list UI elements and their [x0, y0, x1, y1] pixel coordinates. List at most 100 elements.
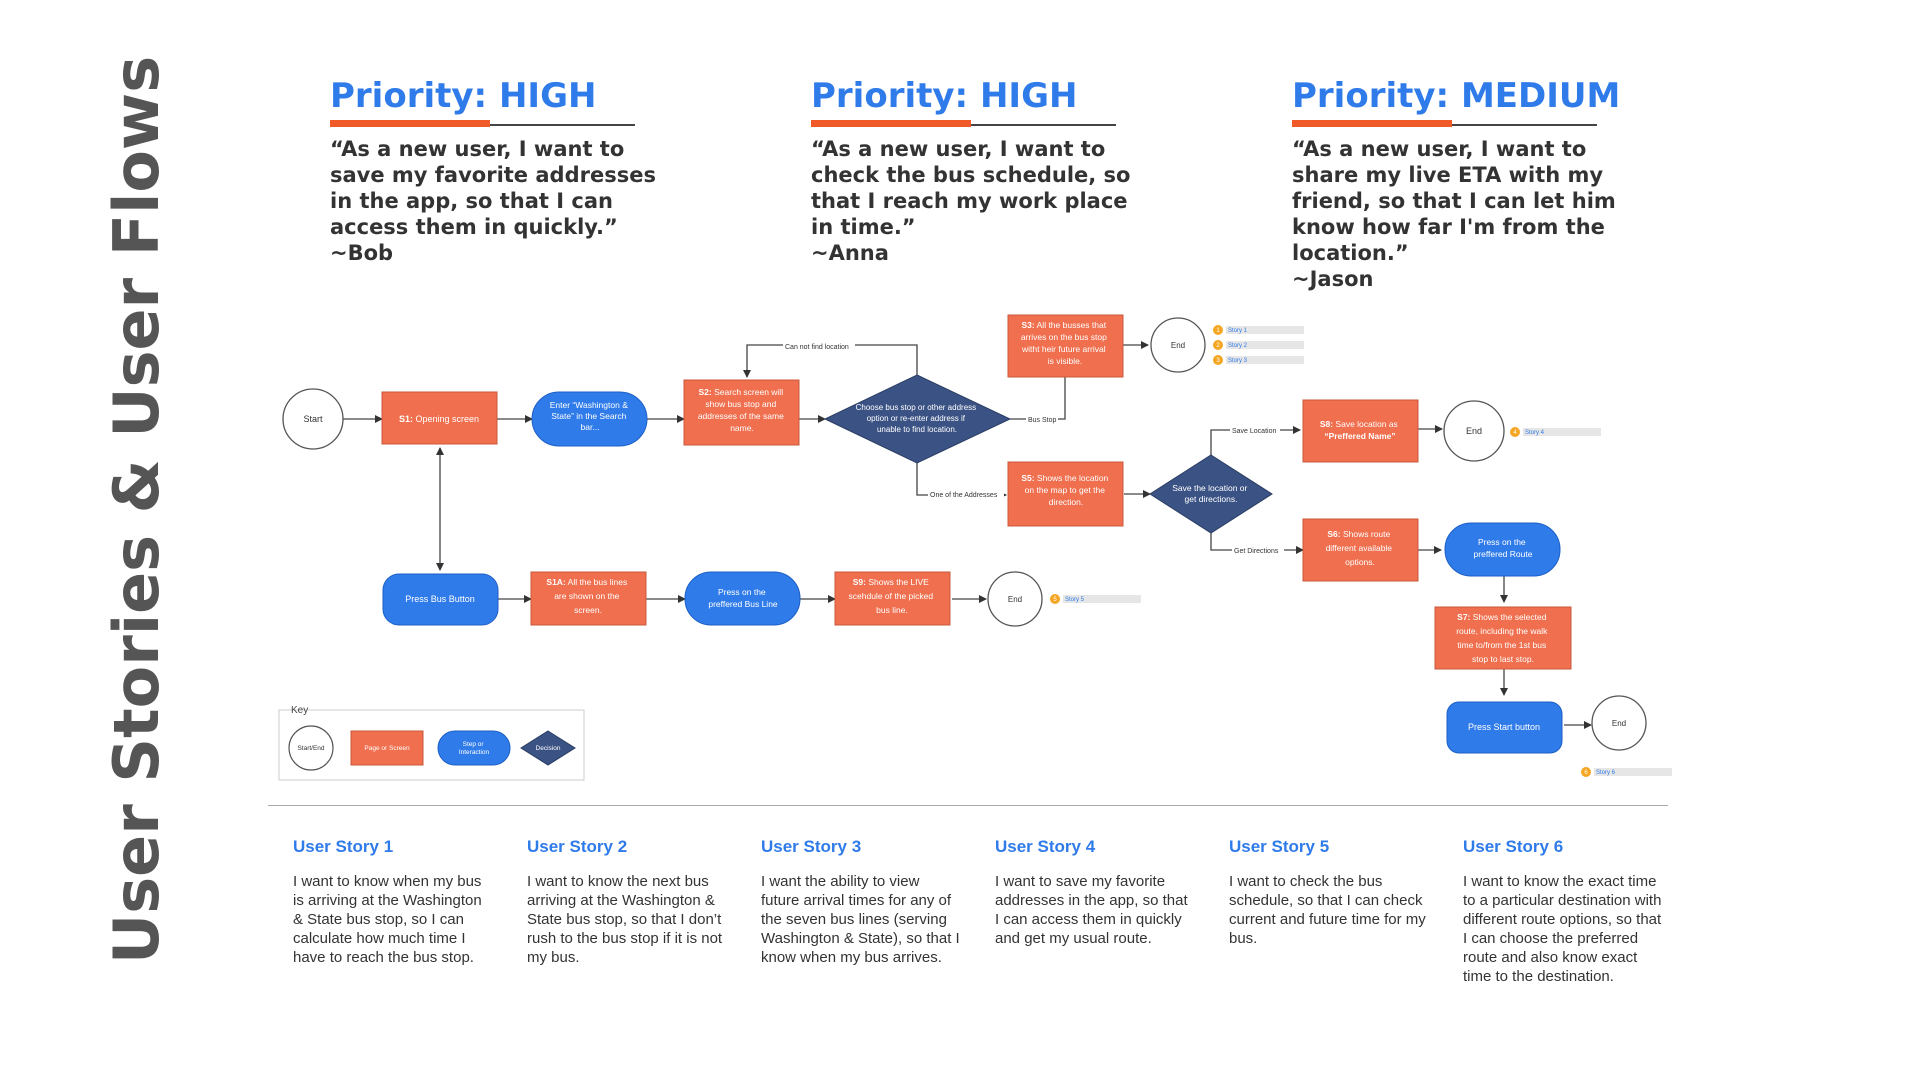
screen-s1a-bus-lines: S1A: All the bus lines are shown on the …	[530, 571, 647, 626]
svg-text:S7: Shows the selected r: S7: Shows the selected route, including …	[1456, 612, 1550, 664]
story-quote: “As a new user, I want to share my live …	[1292, 137, 1616, 265]
svg-text:Story 2: Story 2	[1228, 343, 1248, 349]
svg-text:Story 5: Story 5	[1065, 597, 1085, 603]
story-badge-4: 4 Story 4	[1510, 427, 1601, 437]
step-press-bus-button: Press Bus Button	[382, 573, 499, 626]
svg-text:2: 2	[1216, 343, 1220, 349]
svg-text:S1: Opening screen: S1: Opening screen	[399, 414, 479, 424]
priority-heading: Priority: MEDIUM	[1292, 76, 1621, 116]
edge-label-cannot-find: Can not find location	[785, 344, 849, 351]
priority-story-3: Priority: MEDIUM “As a new user, I want …	[1292, 76, 1622, 292]
end-node-2: End	[1443, 400, 1505, 462]
svg-text:S2: Search screen will s: S2: Search screen will show bus stop and…	[698, 387, 786, 433]
svg-text:S3: All the busses that: S3: All the busses that arrives on the b…	[1021, 320, 1109, 366]
user-story-title: User Story 3	[761, 837, 862, 856]
user-story-body: I want to save my favorite addresses in …	[995, 873, 1188, 947]
edge-label-one-of-addresses: One of the Addresses	[930, 492, 998, 499]
svg-text:Page or Screen: Page or Screen	[364, 745, 410, 752]
story-author: ~Jason	[1292, 267, 1374, 291]
screen-s6-routes: S6: Shows route different available opti…	[1302, 518, 1419, 582]
svg-text:End: End	[1612, 719, 1626, 728]
user-story-title: User Story 4	[995, 837, 1096, 856]
user-story-body: I want to know the exact time to a parti…	[1463, 873, 1662, 985]
screen-s7-selected-route: S7: Shows the selected route, including …	[1434, 606, 1572, 670]
priority-underline	[1292, 120, 1597, 128]
svg-text:S9: Shows the LIVE scehd: S9: Shows the LIVE scehdule of the picke…	[849, 577, 936, 615]
svg-text:Step or Interaction: Step or Interaction	[459, 741, 490, 756]
step-press-route: Press on the preffered Route	[1444, 522, 1561, 577]
user-story-body: I want to know when my bus is arriving a…	[293, 873, 482, 966]
svg-text:Save the location or get: Save the location or get directions.	[1172, 483, 1250, 504]
svg-text:6: 6	[1584, 770, 1588, 776]
story-badge-2: 2 Story 2	[1213, 340, 1304, 350]
svg-text:Story 3: Story 3	[1228, 358, 1248, 364]
svg-text:Decision: Decision	[536, 745, 561, 752]
priority-underline	[330, 120, 635, 128]
decision-save-or-directions: Save the location or get directions.	[1149, 454, 1273, 534]
svg-text:Choose bus stop or other addre: Choose bus stop or other address option …	[856, 403, 979, 434]
priority-heading: Priority: HIGH	[330, 76, 597, 116]
svg-text:Press Bus Button: Press Bus Button	[405, 594, 475, 604]
user-story-title: User Story 2	[527, 837, 628, 856]
svg-text:1: 1	[1216, 328, 1220, 334]
svg-text:Press on the preffered R: Press on the preffered Route	[1474, 537, 1533, 559]
screen-s9-live-schedule: S9: Shows the LIVE scehdule of the picke…	[834, 571, 951, 626]
step-press-start: Press Start button	[1446, 701, 1563, 754]
svg-text:3: 3	[1216, 358, 1220, 364]
svg-text:End: End	[1466, 426, 1482, 436]
screen-s2-search: S2: Search screen will show bus stop and…	[683, 379, 800, 446]
svg-text:Key: Key	[291, 705, 308, 716]
svg-text:Press Start button: Press Start button	[1468, 722, 1540, 732]
svg-text:Story 1: Story 1	[1228, 328, 1248, 334]
step-press-bus-line: Press on the preffered Bus Line	[684, 571, 801, 626]
svg-text:Start/End: Start/End	[297, 745, 324, 752]
priority-story-2: Priority: HIGH “As a new user, I want to…	[811, 76, 1141, 266]
priority-heading: Priority: HIGH	[811, 76, 1078, 116]
edge-label-bus-stop: Bus Stop	[1028, 417, 1057, 424]
user-story-1: User Story 1 I want to know when my bus …	[293, 836, 493, 967]
screen-s1-opening: S1: Opening screen	[381, 391, 498, 445]
user-story-title: User Story 1	[293, 837, 394, 856]
screen-s8-save-location: S8: Save location as “Preffered Name”	[1302, 399, 1419, 463]
svg-text:4: 4	[1513, 430, 1517, 436]
edge-label-save-location: Save Location	[1232, 428, 1276, 435]
svg-text:Start: Start	[303, 414, 323, 424]
user-story-3: User Story 3 I want the ability to view …	[761, 836, 961, 967]
section-divider	[268, 805, 1668, 806]
story-author: ~Bob	[330, 241, 394, 265]
user-story-body: I want to know the next bus arriving at …	[527, 873, 723, 966]
end-node-1: End	[1150, 317, 1206, 373]
user-story-5: User Story 5 I want to check the bus sch…	[1229, 836, 1429, 948]
svg-text:S6: Shows route differen: S6: Shows route different available opti…	[1326, 529, 1395, 567]
story-quote: “As a new user, I want to save my favori…	[330, 137, 656, 239]
svg-text:Story 6: Story 6	[1596, 770, 1616, 776]
decision-choose-stop: Choose bus stop or other address option …	[823, 374, 1012, 464]
step-enter-search: Enter “Washington & State” in the Search…	[531, 391, 648, 447]
priority-underline	[811, 120, 1116, 128]
user-story-title: User Story 6	[1463, 837, 1564, 856]
svg-text:S5: Shows the location o: S5: Shows the location on the map to get…	[1021, 473, 1110, 507]
story-badge-5: 5 Story 5	[1050, 594, 1141, 604]
svg-text:S1A: All the bus lines a: S1A: All the bus lines are shown on the …	[546, 577, 629, 615]
end-node-4: End	[987, 571, 1043, 627]
screen-s3-busses: S3: All the busses that arrives on the b…	[1007, 314, 1124, 378]
user-story-6: User Story 6 I want to know the exact ti…	[1463, 836, 1663, 986]
user-story-2: User Story 2 I want to know the next bus…	[527, 836, 727, 967]
svg-text:5: 5	[1053, 597, 1057, 603]
user-story-body: I want the ability to view future arriva…	[761, 873, 960, 966]
story-badge-3: 3 Story 3	[1213, 355, 1304, 365]
screen-s5-location-map: S5: Shows the location on the map to get…	[1007, 461, 1124, 527]
user-story-4: User Story 4 I want to save my favorite …	[995, 836, 1195, 948]
svg-text:S8: Save location as “Pr: S8: Save location as “Preffered Name”	[1320, 419, 1400, 441]
user-story-body: I want to check the bus schedule, so tha…	[1229, 873, 1426, 947]
priority-story-1: Priority: HIGH “As a new user, I want to…	[330, 76, 660, 266]
edge-label-get-directions: Get Directions	[1234, 548, 1279, 555]
svg-text:Enter “Washington & Stat: Enter “Washington & State” in the Search…	[550, 400, 631, 432]
story-quote: “As a new user, I want to check the bus …	[811, 137, 1131, 239]
user-story-title: User Story 5	[1229, 837, 1330, 856]
start-node: Start	[282, 388, 344, 450]
story-badge-6: 6 Story 6	[1581, 767, 1672, 777]
svg-text:Story 4: Story 4	[1525, 430, 1545, 436]
end-node-3: End	[1591, 695, 1647, 751]
